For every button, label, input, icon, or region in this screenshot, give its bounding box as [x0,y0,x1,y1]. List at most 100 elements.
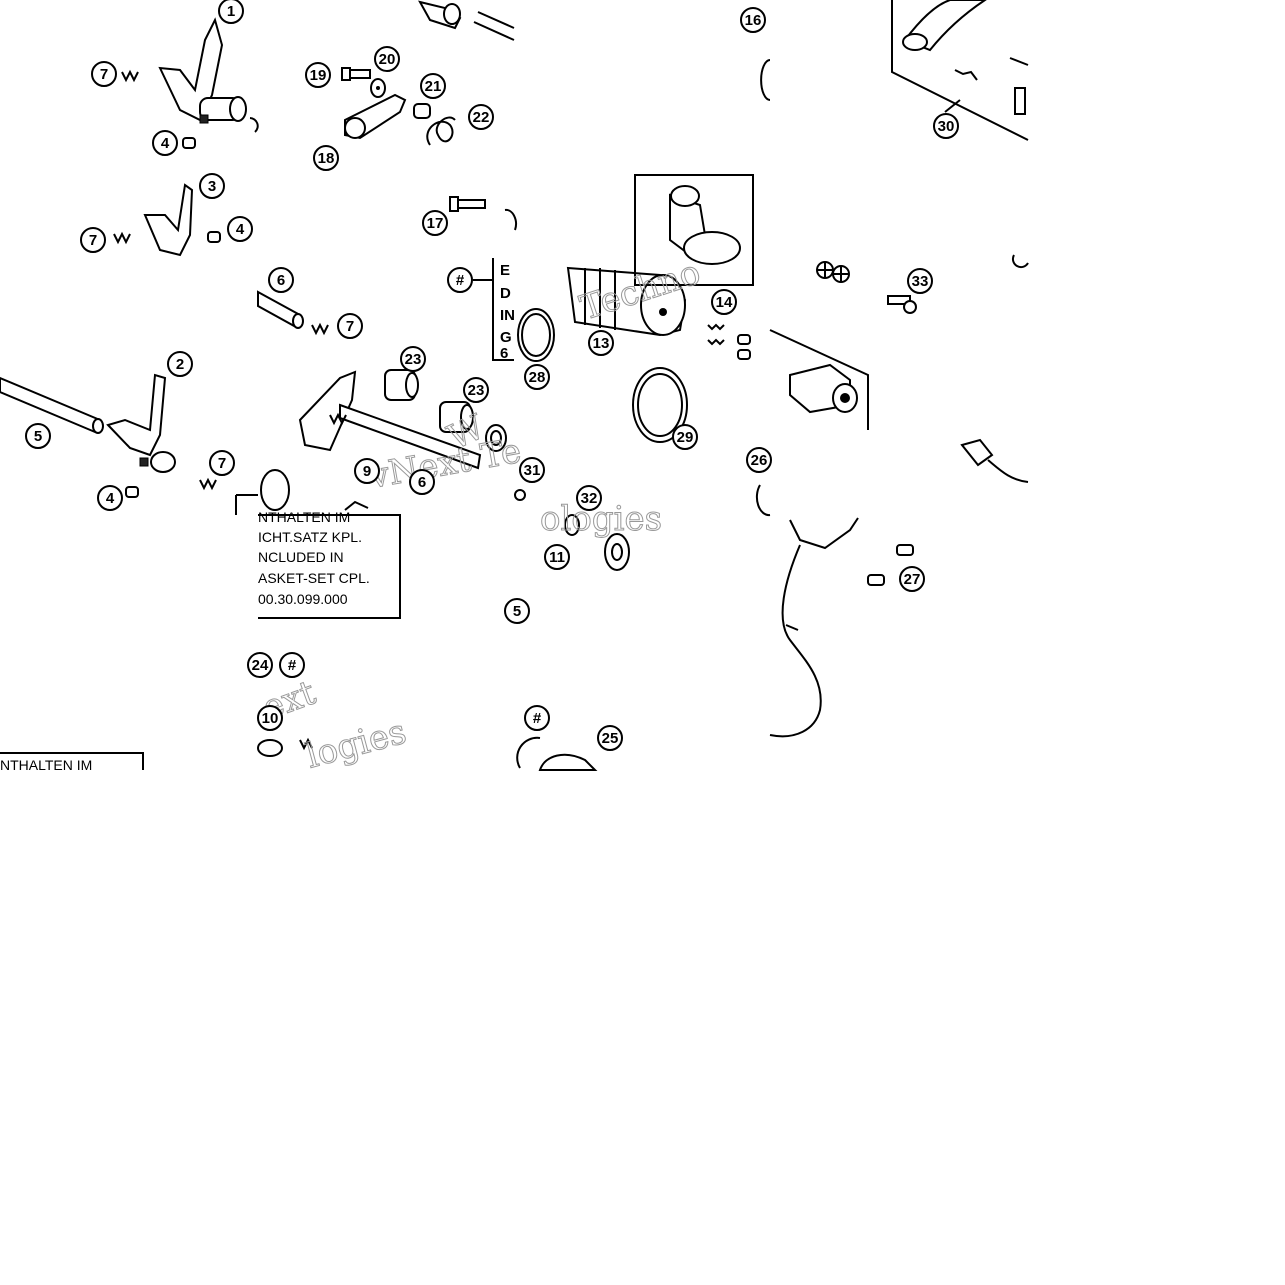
spring-7d [311,322,329,336]
callout-circle [711,289,737,315]
callout-label: 4 [106,490,115,507]
callout-label: 16 [745,12,762,29]
callout-circle [218,0,244,24]
callout-circle [209,450,235,476]
callout-c7d: 7 [337,313,363,339]
gasket-note-line: ASKET-SET CPL. [258,570,370,586]
callout-label: 2 [176,356,184,373]
callout-circle [167,351,193,377]
callout-label: 29 [677,429,694,446]
callout-c30: 30 [933,113,959,139]
sensor-housing [769,329,869,430]
callout-c27: 27 [899,566,925,592]
pins-14 [707,323,751,360]
spring-7b [113,231,131,245]
callout-layer: 1374741920212218171630254767#23239628141… [25,0,959,751]
shaft-5 [0,376,104,434]
callout-c31: 31 [519,457,545,483]
spring-7c [199,477,217,491]
callout-c29: 29 [672,424,698,450]
callout-label: # [533,710,542,727]
bearing-23a [384,369,419,401]
callout-circle [524,705,550,731]
callout-c7c: 7 [209,450,235,476]
callout-label: 23 [468,382,485,399]
callout-circle [746,447,772,473]
callout-c5: 5 [25,423,51,449]
cover-part [260,469,369,511]
callout-circle [463,377,489,403]
note-box-top: E D IN G 6 [473,258,515,362]
callout-label: 7 [89,232,97,249]
inset-box [634,174,754,286]
callout-label: 23 [405,351,422,368]
shift-shaft-9 [298,370,482,470]
gasket-note-line: NCLUDED IN [258,549,344,565]
callout-ch2: # [279,652,305,678]
callout-circle [268,267,294,293]
callout-label: 7 [100,66,108,83]
callout-label: 9 [363,463,371,480]
callout-label: 19 [310,67,327,84]
callout-label: 32 [581,490,598,507]
callout-c10: 10 [257,705,283,731]
shift-fork-1 [158,17,247,124]
callout-c16: 16 [740,7,766,33]
callout-circle [519,457,545,483]
callout-circle [409,469,435,495]
callout-label: 11 [549,549,565,566]
callout-label: 4 [236,221,245,238]
callout-c20: 20 [374,46,400,72]
callout-label: 10 [262,710,279,727]
pin-4b [207,231,221,243]
callout-circle [933,113,959,139]
callout-label: 17 [427,215,444,232]
bolt-17 [449,196,486,212]
callout-c6a: 6 [268,267,294,293]
callout-label: 4 [161,135,170,152]
callout-c13: 13 [588,330,614,356]
callout-label: 21 [425,78,442,95]
callout-c11: 11 [544,544,570,570]
callout-c33: 33 [907,268,933,294]
callout-c15: 5 [504,598,530,624]
pin-4a [182,137,196,149]
watermark-text: vNext Te [366,431,524,497]
callout-circle [524,364,550,390]
callout-label: 27 [904,571,921,588]
callout-label: 14 [716,294,733,311]
edge-arc-5 [1011,254,1029,269]
callout-circle [305,62,331,88]
callout-c21: 21 [420,73,446,99]
callout-c26: 26 [746,447,772,473]
callout-label: 28 [529,369,546,386]
small-parts-lower [257,736,598,771]
callout-label: 22 [473,109,490,126]
washers-33 [816,261,850,283]
callout-circle [279,652,305,678]
shaft-6 [257,290,304,329]
callout-circle [576,485,602,511]
washer-20 [370,78,386,98]
seal-ring-28 [517,308,555,362]
callout-c9: 9 [354,458,380,484]
callout-c2: 2 [167,351,193,377]
callout-circle [199,173,225,199]
callout-c3: 3 [199,173,225,199]
edge-arc [249,117,259,133]
callout-label: 6 [418,474,426,491]
shaft-top [418,0,515,41]
callout-ch1: # [447,267,473,293]
callout-label: 1 [227,3,235,20]
shift-fork-2 [106,373,176,473]
callout-circle [899,566,925,592]
callout-label: 18 [318,150,335,167]
callout-label: 5 [513,603,521,620]
edge-arc-4 [755,484,771,517]
bolt-19 [341,67,371,81]
gasket-note-line: NTHALTEN IM [258,509,350,525]
note-box-lower: NTHALTEN IM [0,752,144,773]
callout-circle [313,145,339,171]
callout-circle [597,725,623,751]
callout-label: 33 [912,273,929,290]
